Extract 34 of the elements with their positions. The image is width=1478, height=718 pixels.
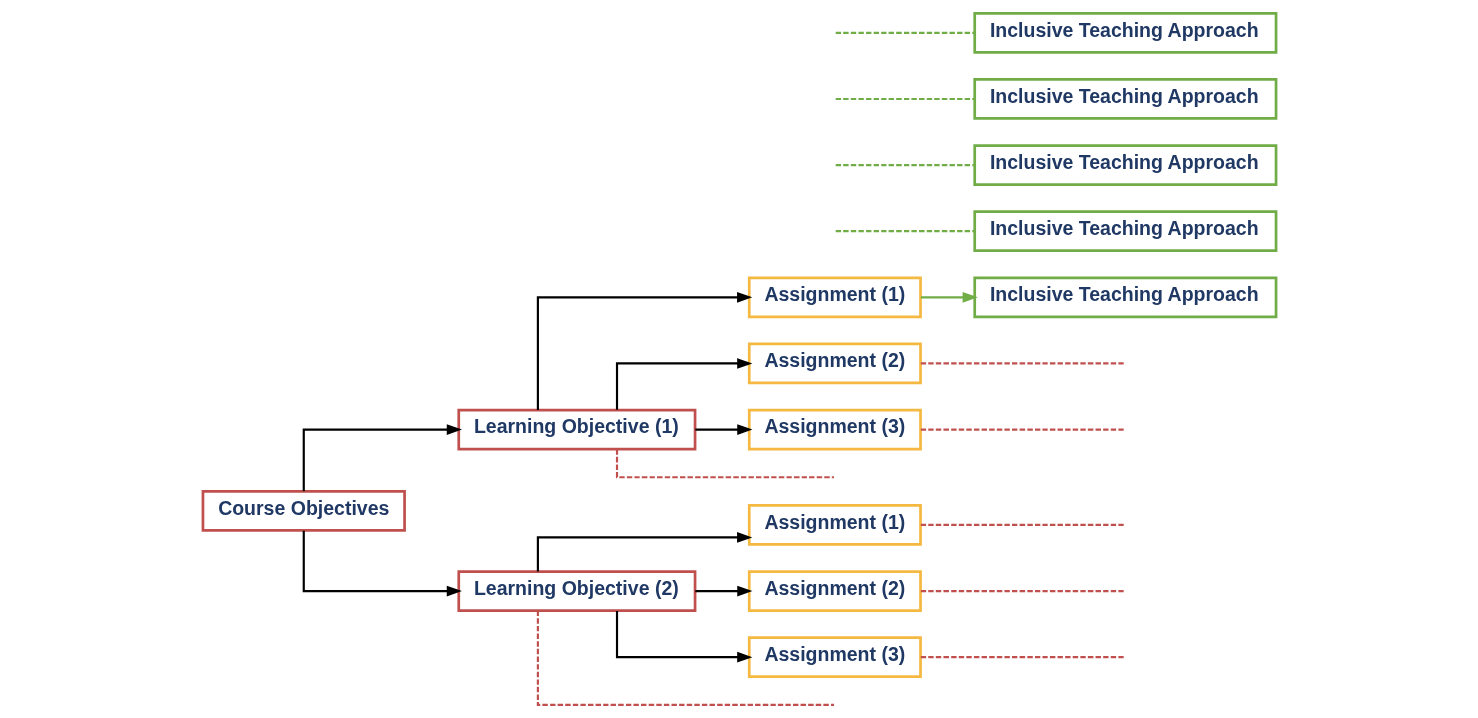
- arrow: [536, 291, 752, 410]
- node-box: Course Objectives: [201, 489, 406, 532]
- connector: [920, 523, 1124, 526]
- arrow: [536, 531, 752, 571]
- node-box: Inclusive Teaching Approach: [972, 77, 1277, 120]
- arrow: [302, 423, 462, 491]
- node-box: Assignment (2): [747, 569, 922, 612]
- connector: [920, 589, 1124, 592]
- node-box: Assignment (2): [747, 342, 922, 384]
- connector: [920, 428, 1124, 431]
- connector: [536, 610, 834, 706]
- node-box: Assignment (3): [747, 635, 922, 678]
- connector: [920, 361, 1124, 365]
- node-box: Assignment (3): [747, 408, 922, 450]
- arrow: [920, 291, 978, 303]
- connector: [835, 97, 975, 100]
- connector: [920, 655, 1124, 658]
- node-box: Inclusive Teaching Approach: [972, 11, 1277, 54]
- connector: [835, 31, 975, 34]
- connector: [835, 229, 975, 232]
- node-box: Assignment (1): [747, 503, 922, 546]
- connector: [835, 163, 975, 166]
- node-box: Assignment (1): [747, 275, 922, 318]
- arrow: [694, 585, 752, 596]
- connector: [615, 448, 834, 478]
- node-box: Inclusive Teaching Approach: [972, 275, 1277, 318]
- arrow: [615, 610, 752, 662]
- arrow: [615, 357, 752, 410]
- node-box: Learning Objective (2): [456, 569, 696, 612]
- arrow: [694, 423, 752, 435]
- node-box: Learning Objective (1): [456, 408, 696, 450]
- node-box: Inclusive Teaching Approach: [972, 209, 1277, 252]
- arrow: [302, 530, 462, 596]
- node-box: Inclusive Teaching Approach: [972, 143, 1277, 186]
